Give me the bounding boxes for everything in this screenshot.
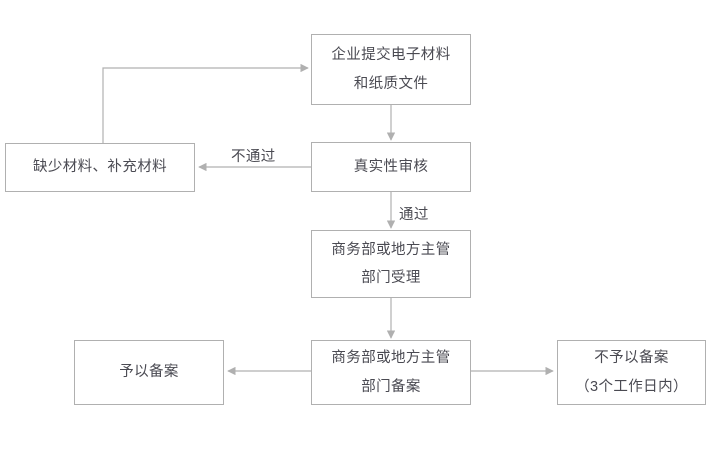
node-accept-line-1: 商务部或地方主管	[331, 241, 451, 258]
node-record-filing[interactable]: 商务部或地方主管 部门备案	[311, 340, 471, 405]
node-accept-application[interactable]: 商务部或地方主管 部门受理	[311, 230, 471, 298]
node-supplement-materials[interactable]: 缺少材料、补充材料	[5, 143, 195, 192]
node-authenticity-review-line-1: 真实性审核	[353, 158, 429, 175]
node-submit-materials[interactable]: 企业提交电子材料 和纸质文件	[311, 34, 471, 105]
node-submit-line-2: 和纸质文件	[353, 75, 429, 92]
node-submit-line-1: 企业提交电子材料	[331, 47, 451, 64]
node-approved-line-1: 予以备案	[119, 364, 179, 381]
node-rejected-line-1: 不予以备案	[594, 350, 669, 367]
edge-label-pass: 通过	[396, 203, 432, 224]
edge-label-fail: 不通过	[228, 145, 279, 166]
node-supplement-line-1: 缺少材料、补充材料	[32, 159, 168, 176]
node-record-line-2: 部门备案	[361, 378, 421, 395]
node-filing-rejected[interactable]: 不予以备案 （3个工作日内）	[557, 340, 706, 405]
node-accept-line-2: 部门受理	[361, 270, 421, 286]
node-authenticity-review[interactable]: 真实性审核	[311, 142, 471, 192]
node-rejected-line-2: （3个工作日内）	[575, 378, 688, 395]
node-filing-approved[interactable]: 予以备案	[74, 340, 224, 405]
node-record-line-1: 商务部或地方主管	[331, 350, 451, 367]
edge-supplement-to-submit	[102, 63, 309, 143]
